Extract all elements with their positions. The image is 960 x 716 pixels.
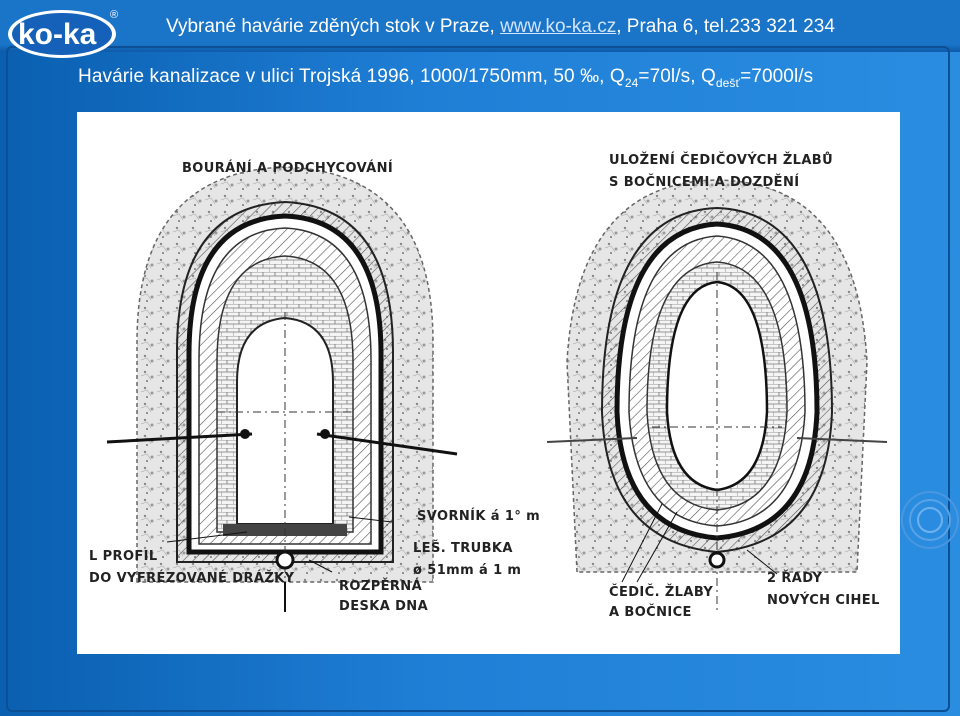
- registered-mark: ®: [110, 9, 118, 21]
- label-cedic-2: A BOČNICE: [609, 604, 692, 620]
- technical-drawing: BOURÁNÍ A PODCHYCOVÁNÍ ULOŽENÍ ČEDIČOVÝC…: [77, 112, 900, 654]
- logo-text: ko-ka: [18, 18, 97, 51]
- sewer-cross-sections: BOURÁNÍ A PODCHYCOVÁNÍ ULOŽENÍ ČEDIČOVÝC…: [89, 152, 888, 620]
- label-cedic-1: ČEDIČ. ŽLABY: [609, 584, 713, 600]
- title-suffix: =7000l/s: [740, 66, 814, 87]
- heading-right-2: S BOČNICEMI A DOZDĚNÍ: [609, 174, 799, 190]
- website-link[interactable]: www.ko-ka.cz: [500, 16, 617, 37]
- label-svornik: SVORNÍK á 1° m: [417, 508, 540, 524]
- label-rozperna-1: ROZPĚRNÁ: [339, 578, 422, 594]
- label-les-2: ø 51mm á 1 m: [413, 563, 521, 578]
- label-rady-2: NOVÝCH CIHEL: [767, 592, 880, 608]
- decorative-circles: [901, 491, 959, 549]
- ko-ka-logo: ko-ka ®: [8, 9, 118, 58]
- header-band: [0, 0, 960, 52]
- label-rady-1: 2 ŘADY: [767, 570, 822, 586]
- header-suffix: , Praha 6, tel.233 321 234: [616, 16, 835, 37]
- left-section: [106, 166, 458, 612]
- title-middle: =70l/s, Q: [638, 66, 716, 87]
- heading-right-1: ULOŽENÍ ČEDIČOVÝCH ŽLABŮ: [609, 152, 833, 168]
- label-l-profil-2: DO VYFRÉZOVANÉ DRÁŽKY: [89, 570, 295, 586]
- title-prefix: Havárie kanalizace v ulici Trojská 1996,…: [78, 66, 625, 87]
- header-prefix: Vybrané havárie zděných stok v Praze,: [166, 16, 501, 37]
- label-l-profil-1: L PROFIL: [89, 549, 158, 564]
- title-sub-dest: dešť: [715, 76, 741, 90]
- slide-title: Havárie kanalizace v ulici Trojská 1996,…: [78, 66, 813, 90]
- label-les-1: LEŠ. TRUBKA: [413, 540, 513, 556]
- slide-frame: [6, 46, 950, 712]
- right-section: [546, 179, 888, 612]
- title-sub-q24: 24: [624, 76, 639, 90]
- heading-left: BOURÁNÍ A PODCHYCOVÁNÍ: [182, 160, 393, 176]
- header-text: Vybrané havárie zděných stok v Praze, ww…: [166, 16, 835, 38]
- label-rozperna-2: DESKA DNA: [339, 599, 428, 614]
